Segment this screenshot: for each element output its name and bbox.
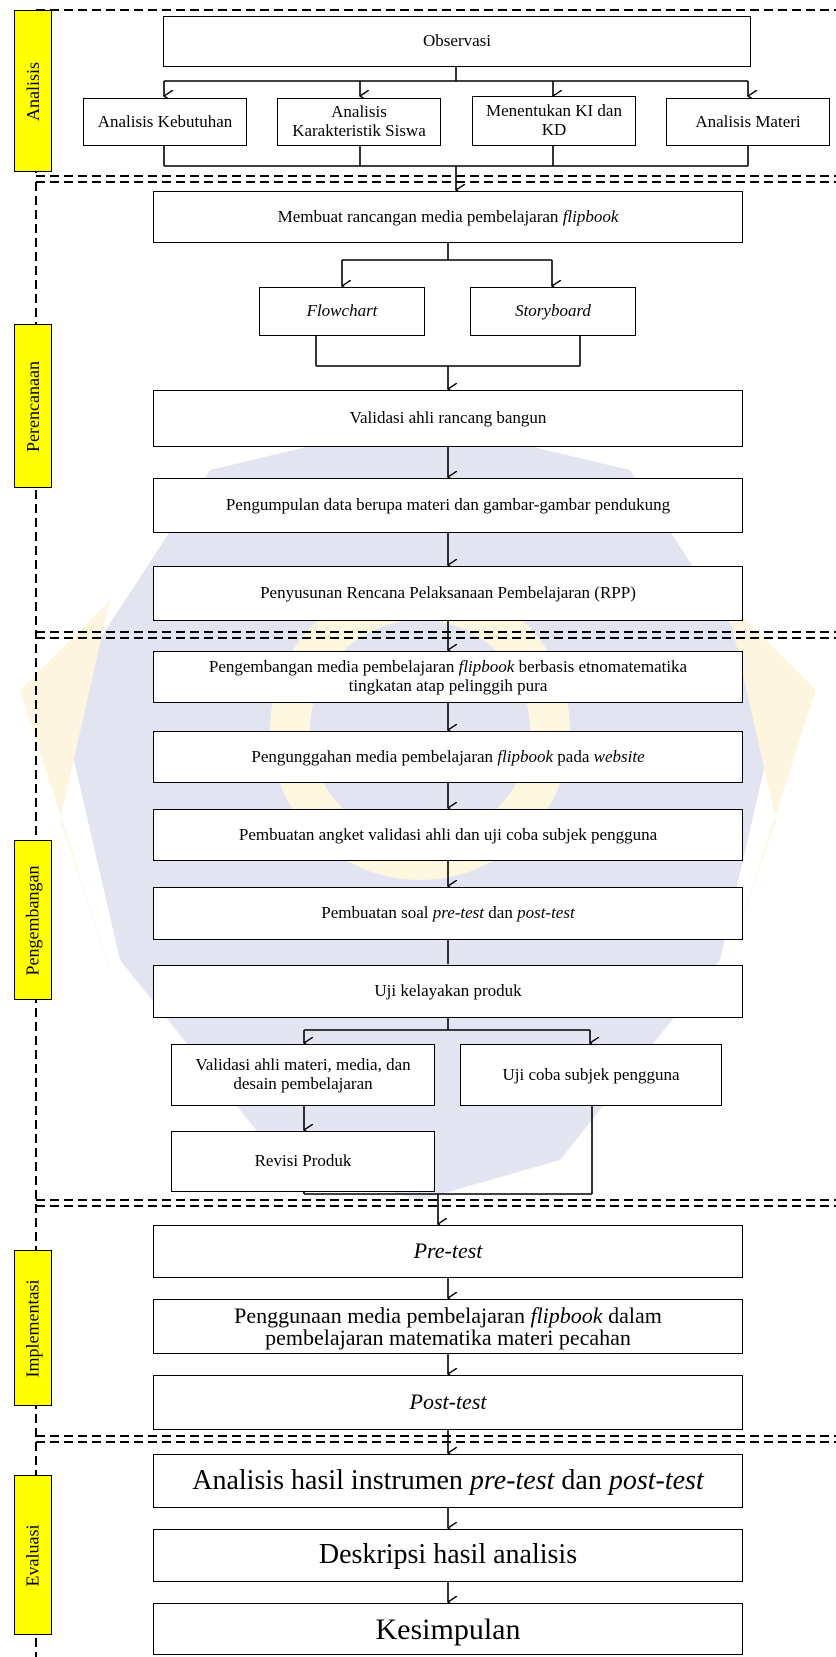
box-text-line-2: tingkatan atap pelinggih pura — [348, 676, 548, 695]
box-text: Observasi — [423, 31, 491, 51]
validasi-ahli-rancang-box: Validasi ahli rancang bangun — [153, 390, 743, 447]
box-text: Pembuatan angket validasi ahli dan uji c… — [238, 824, 658, 844]
pengunggahan-media-box: Pengunggahan media pembelajaran flipbook… — [153, 731, 743, 783]
validasi-ahli-materi-box: Validasi ahli materi, media, dan desain … — [171, 1044, 435, 1106]
box-text: Revisi Produk — [254, 1151, 352, 1171]
pengembangan-media-box: Pengembangan media pembelajaran flipbook… — [153, 651, 743, 703]
box-text: Flowchart — [306, 301, 378, 321]
box-text-line-2: KD — [541, 120, 567, 139]
pembuatan-soal-box: Pembuatan soal pre-test dan post-test — [153, 887, 743, 940]
box-text: Uji kelayakan produk — [374, 981, 522, 1001]
box-text: Pengumpulan data berupa materi dan gamba… — [225, 495, 671, 515]
box-text: Storyboard — [515, 301, 591, 321]
box-text-line-1: Validasi ahli materi, media, dan — [195, 1055, 411, 1075]
box-text-line-1: Pengembangan media pembelajaran flipbook… — [208, 657, 688, 677]
stage-label-analisis: Analisis — [14, 10, 52, 172]
revisi-produk-box: Revisi Produk — [171, 1131, 435, 1192]
stage-label-text: Evaluasi — [22, 1524, 43, 1586]
analisis-materi-box: Analisis Materi — [666, 98, 830, 146]
pre-test-box: Pre-test — [153, 1225, 743, 1278]
analisis-hasil-instrumen-box: Analisis hasil instrumen pre-test dan po… — [153, 1454, 743, 1508]
box-text-line-1: Menentukan KI dan — [486, 101, 622, 121]
analisis-kebutuhan-box: Analisis Kebutuhan — [83, 98, 247, 146]
box-text: Post-test — [409, 1389, 487, 1415]
box-text: Analisis Kebutuhan — [97, 111, 233, 131]
observasi-box: Observasi — [163, 16, 751, 67]
uji-coba-subjek-box: Uji coba subjek pengguna — [460, 1044, 722, 1106]
box-text: Deskripsi hasil analisis — [318, 1539, 578, 1571]
membuat-rancangan-box: Membuat rancangan media pembelajaran fli… — [153, 191, 743, 243]
pembuatan-angket-box: Pembuatan angket validasi ahli dan uji c… — [153, 809, 743, 861]
stage-label-text: Analisis — [22, 61, 43, 121]
stage-label-text: Perencanaan — [22, 360, 43, 452]
uji-kelayakan-box: Uji kelayakan produk — [153, 965, 743, 1018]
menentukan-ki-kd-box: Menentukan KI dan KD — [472, 96, 636, 146]
kesimpulan-box: Kesimpulan — [153, 1603, 743, 1655]
box-text-line-1: Analisis — [331, 102, 387, 122]
box-text: Penyusunan Rencana Pelaksanaan Pembelaja… — [260, 583, 636, 603]
post-test-box: Post-test — [153, 1375, 743, 1430]
box-text: Pembuatan soal pre-test dan post-test — [321, 903, 575, 923]
box-text: Uji coba subjek pengguna — [502, 1064, 680, 1084]
box-text: Pengunggahan media pembelajaran flipbook… — [251, 746, 645, 766]
stage-label-text: Pengembangan — [22, 865, 43, 975]
stage-label-evaluasi: Evaluasi — [14, 1475, 52, 1635]
box-text: Pre-test — [413, 1238, 483, 1264]
stage-label-perencanaan: Perencanaan — [14, 324, 52, 488]
penggunaan-media-box: Penggunaan media pembelajaran flipbook d… — [153, 1299, 743, 1354]
box-text: Kesimpulan — [375, 1612, 521, 1646]
flowchart-box: Flowchart — [259, 287, 425, 336]
box-text: Validasi ahli rancang bangun — [349, 408, 547, 428]
analisis-karakteristik-siswa-box: Analisis Karakteristik Siswa — [277, 98, 441, 146]
box-text-line-2: pembelajaran matematika materi pecahan — [265, 1324, 631, 1350]
stage-label-text: Implementasi — [22, 1279, 43, 1377]
box-text-line-2: Karakteristik Siswa — [292, 121, 426, 140]
stage-label-implementasi: Implementasi — [14, 1250, 52, 1406]
stage-label-pengembangan: Pengembangan — [14, 840, 52, 1000]
storyboard-box: Storyboard — [470, 287, 636, 336]
box-text: Analisis Materi — [695, 111, 801, 131]
penyusunan-rpp-box: Penyusunan Rencana Pelaksanaan Pembelaja… — [153, 566, 743, 621]
box-text: Analisis hasil instrumen pre-test dan po… — [192, 1464, 704, 1496]
box-text: Membuat rancangan media pembelajaran fli… — [277, 206, 619, 226]
box-text-line-2: desain pembelajaran — [233, 1074, 373, 1093]
pengumpulan-data-box: Pengumpulan data berupa materi dan gamba… — [153, 478, 743, 533]
deskripsi-hasil-box: Deskripsi hasil analisis — [153, 1529, 743, 1582]
box-text-line-1: Penggunaan media pembelajaran flipbook d… — [234, 1302, 662, 1328]
